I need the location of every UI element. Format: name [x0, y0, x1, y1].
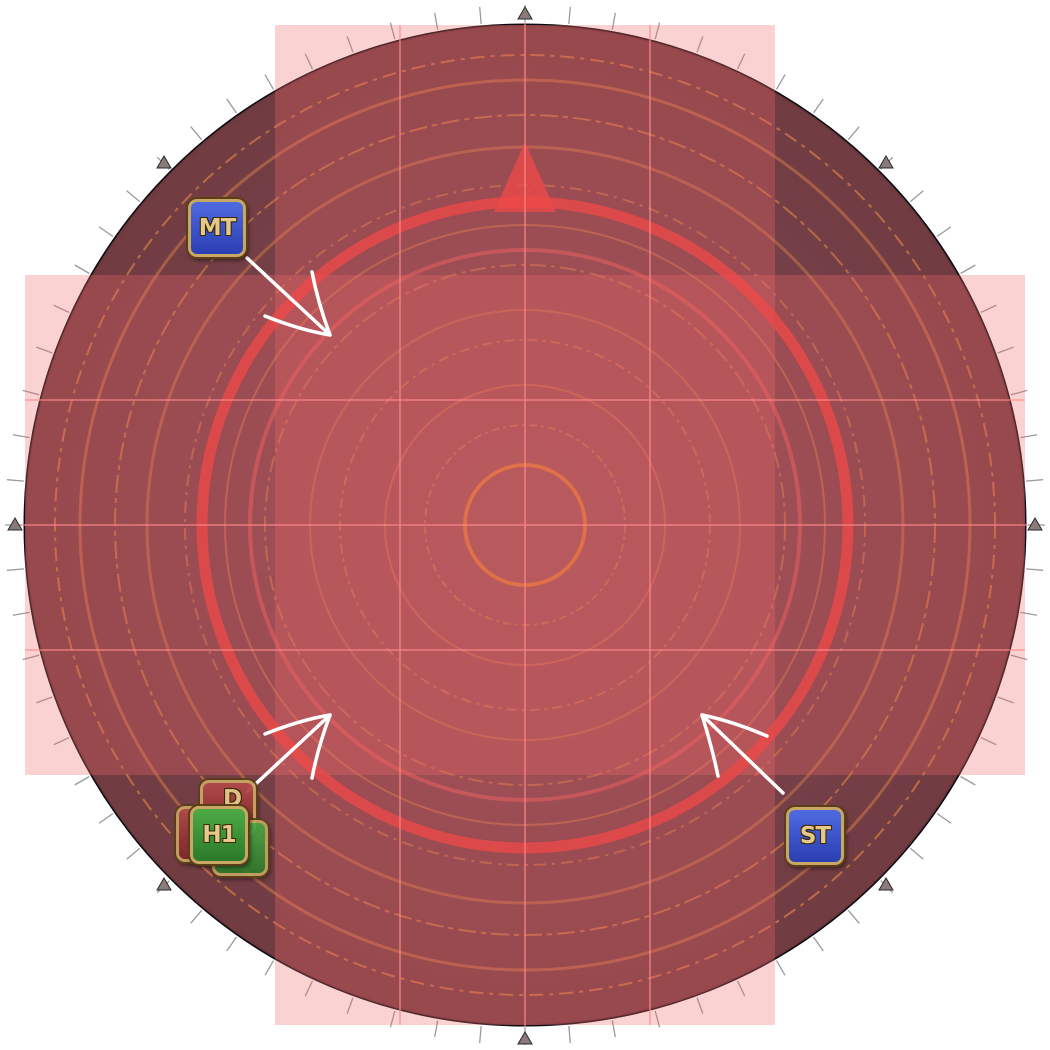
- arena-tick: [227, 937, 237, 951]
- arena-tick: [75, 265, 90, 274]
- arena-tick: [937, 814, 951, 824]
- arena-tick: [569, 7, 570, 24]
- marker-h1[interactable]: H1: [190, 806, 248, 864]
- arena-tick: [814, 937, 824, 951]
- marker-mt[interactable]: MT: [188, 199, 246, 257]
- arena-tick: [480, 7, 481, 24]
- arena-tick: [937, 227, 951, 237]
- arena-tick: [191, 910, 202, 923]
- arena-tick: [191, 127, 202, 140]
- marker-south: [518, 1032, 532, 1044]
- arena-tick: [569, 1026, 570, 1043]
- arena-tick: [265, 75, 274, 90]
- marker-st-label: ST: [800, 823, 830, 849]
- arena-tick: [7, 480, 24, 481]
- marker-north: [518, 7, 532, 19]
- arena-tick: [910, 848, 923, 859]
- arena-tick: [910, 191, 923, 202]
- marker-northwest: [157, 156, 171, 168]
- marker-northeast: [879, 156, 893, 168]
- arena-tick: [99, 814, 113, 824]
- arena-tick: [848, 127, 859, 140]
- marker-east: [1028, 518, 1042, 530]
- arena-tick: [480, 1026, 481, 1043]
- marker-southwest: [157, 878, 171, 890]
- arena-tick: [848, 910, 859, 923]
- arena-tick: [227, 99, 237, 113]
- marker-mt-label: MT: [199, 215, 236, 241]
- arena-tick: [814, 99, 824, 113]
- arena-tick: [7, 569, 24, 570]
- marker-southeast: [879, 878, 893, 890]
- arena-tick: [75, 777, 90, 786]
- arena-tick: [1026, 569, 1043, 570]
- arena-tick: [777, 75, 786, 90]
- arena-tick: [961, 265, 976, 274]
- arena-tick: [961, 777, 976, 786]
- marker-st[interactable]: ST: [786, 807, 844, 865]
- marker-west: [8, 518, 22, 530]
- arena-tick: [1026, 480, 1043, 481]
- arena-tick: [127, 191, 140, 202]
- arena-tick: [777, 961, 786, 976]
- arena-tick: [99, 227, 113, 237]
- arena-tick: [265, 961, 274, 976]
- arena-tick: [127, 848, 140, 859]
- marker-h1-label: H1: [202, 822, 235, 848]
